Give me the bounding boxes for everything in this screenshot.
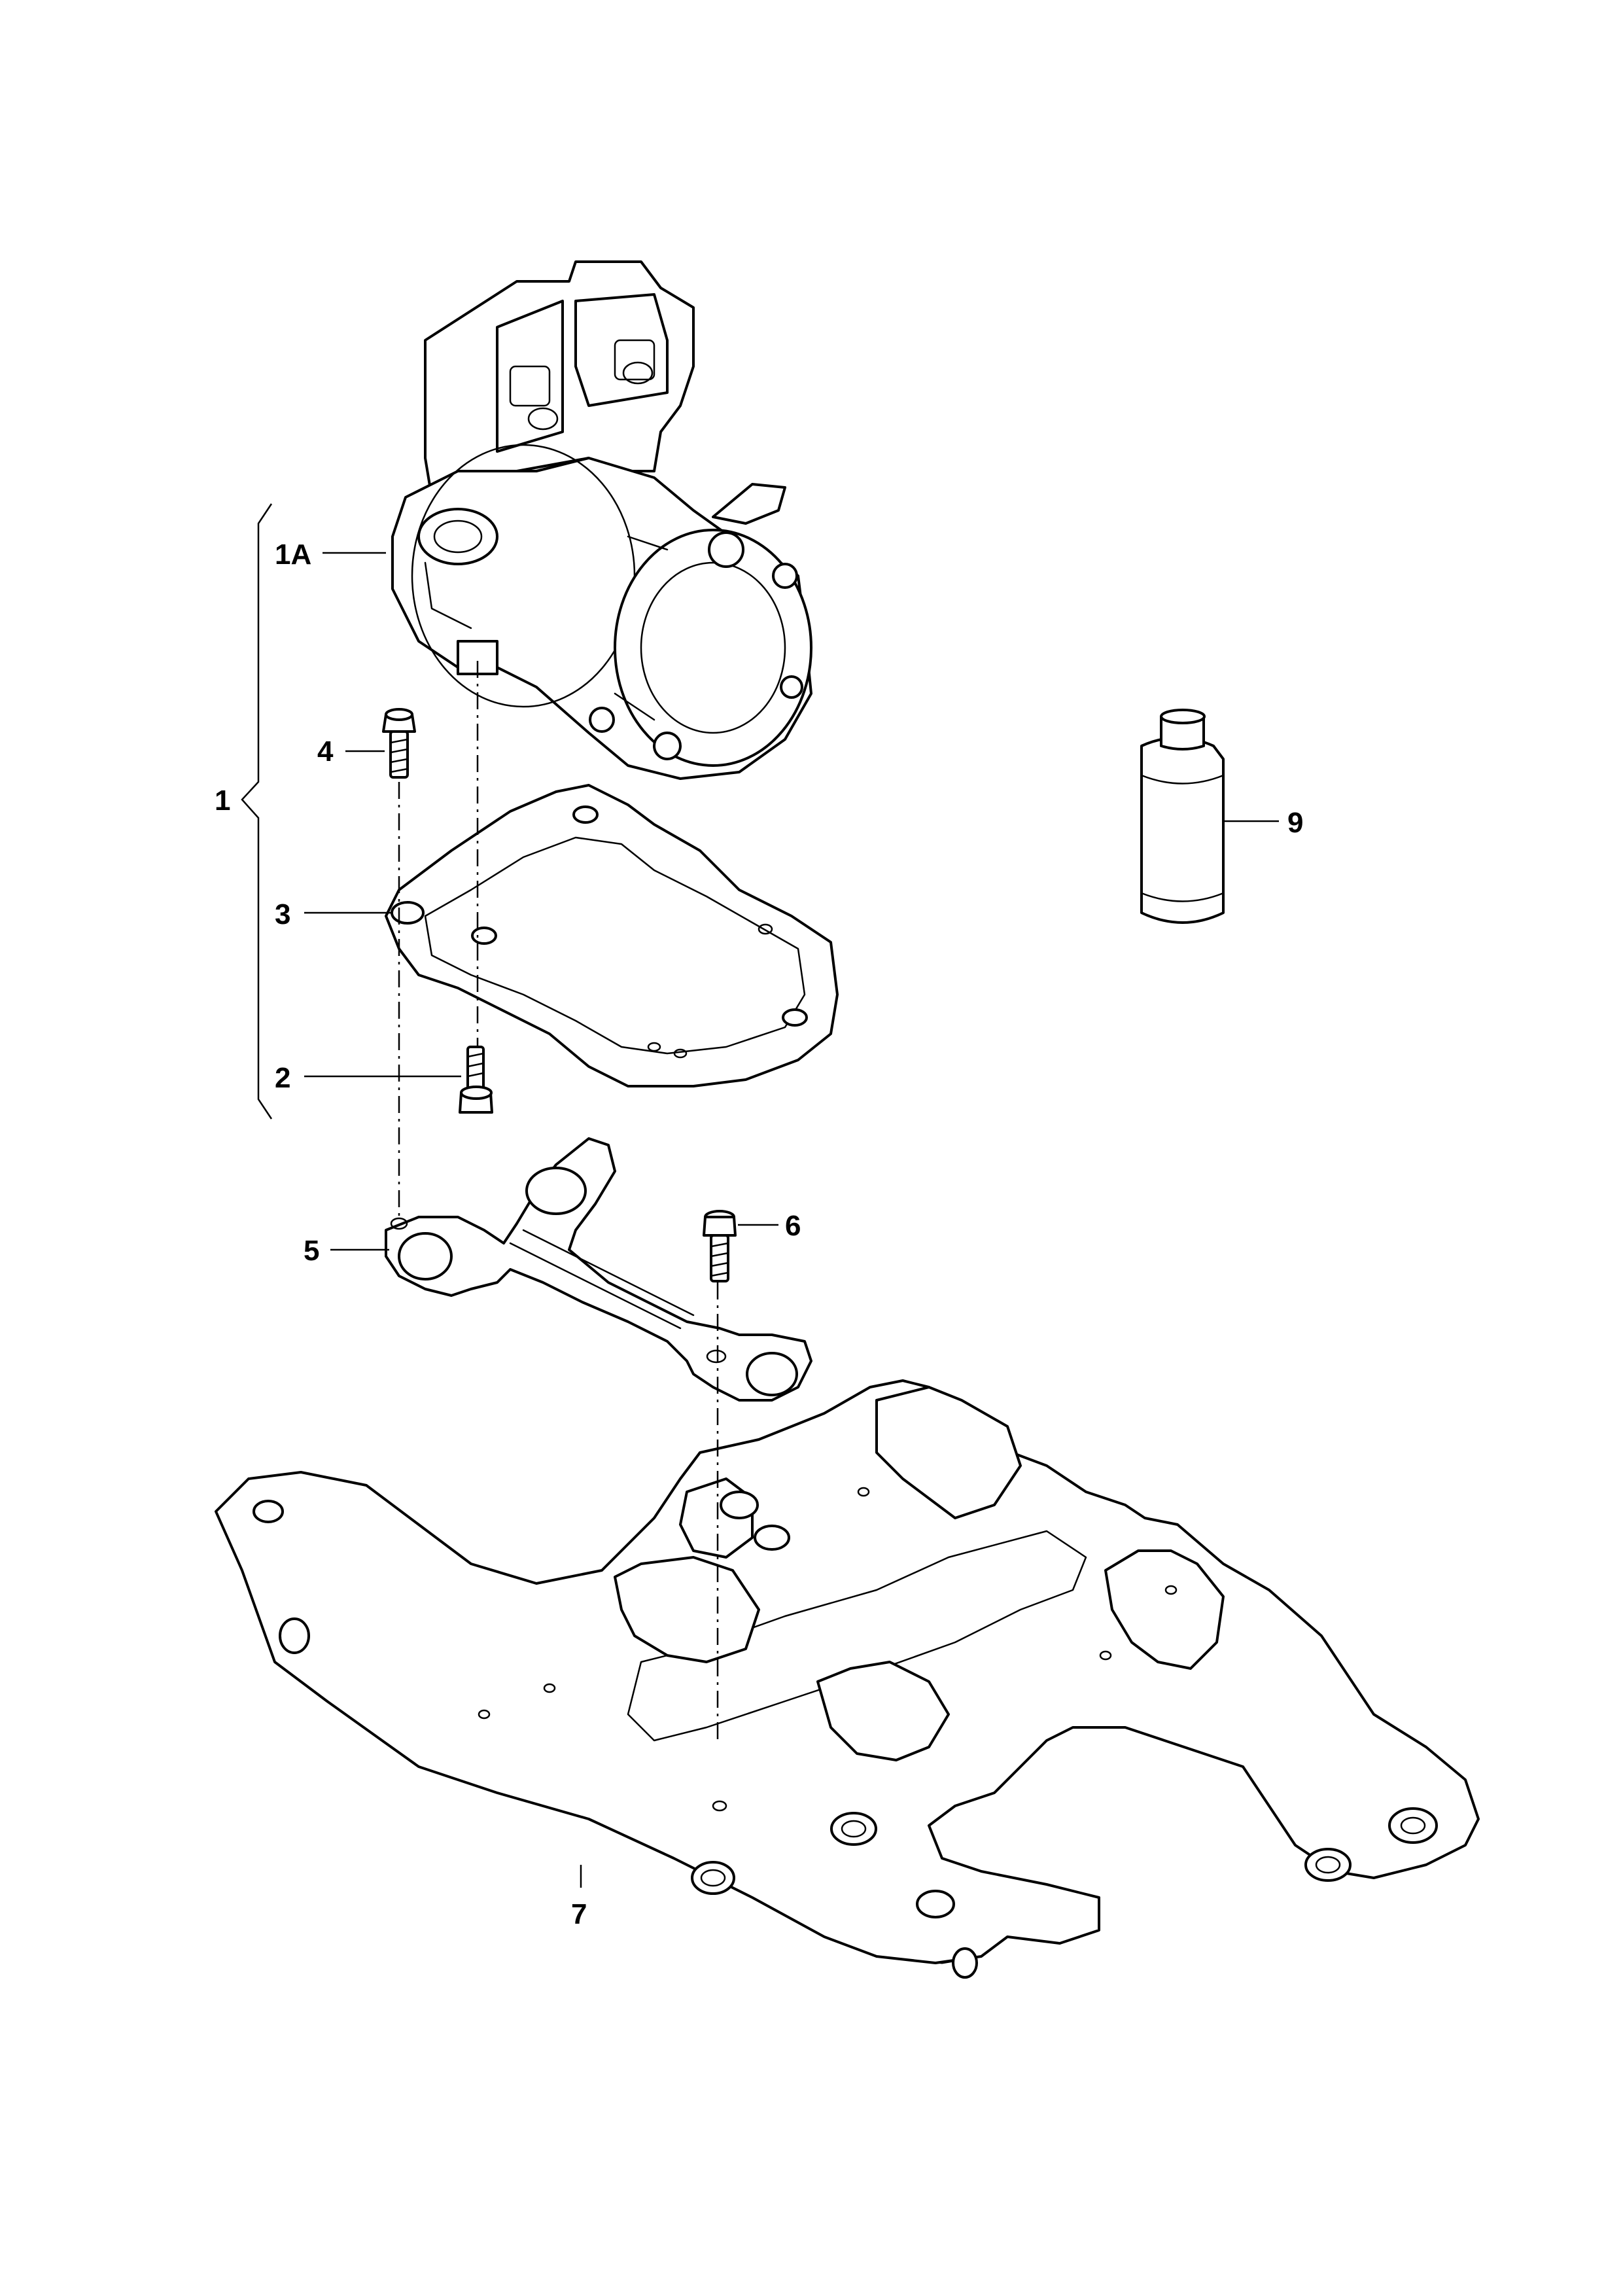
callout-7: 7 — [571, 1898, 587, 1930]
callout-4: 4 — [317, 735, 334, 768]
bolt-6 — [703, 1210, 737, 1282]
assembly-axis-lines — [398, 661, 719, 1740]
callout-5: 5 — [304, 1235, 319, 1267]
support-bracket-5 — [385, 1137, 812, 1402]
mounting-bracket-3 — [385, 784, 839, 1087]
oil-bottle-9 — [1140, 709, 1225, 924]
compressor-1A — [391, 260, 812, 780]
callout-1: 1 — [215, 785, 230, 817]
bolt-4 — [382, 708, 416, 779]
callout-1A: 1A — [275, 539, 311, 571]
leader-lines — [304, 552, 1279, 1888]
callout-6: 6 — [785, 1210, 801, 1242]
group-brace-1 — [241, 503, 273, 1120]
bolt-2 — [459, 1046, 493, 1114]
callout-9: 9 — [1287, 807, 1303, 839]
callout-2: 2 — [275, 1062, 290, 1094]
subframe-7 — [215, 1379, 1480, 1979]
callout-3: 3 — [275, 898, 290, 930]
